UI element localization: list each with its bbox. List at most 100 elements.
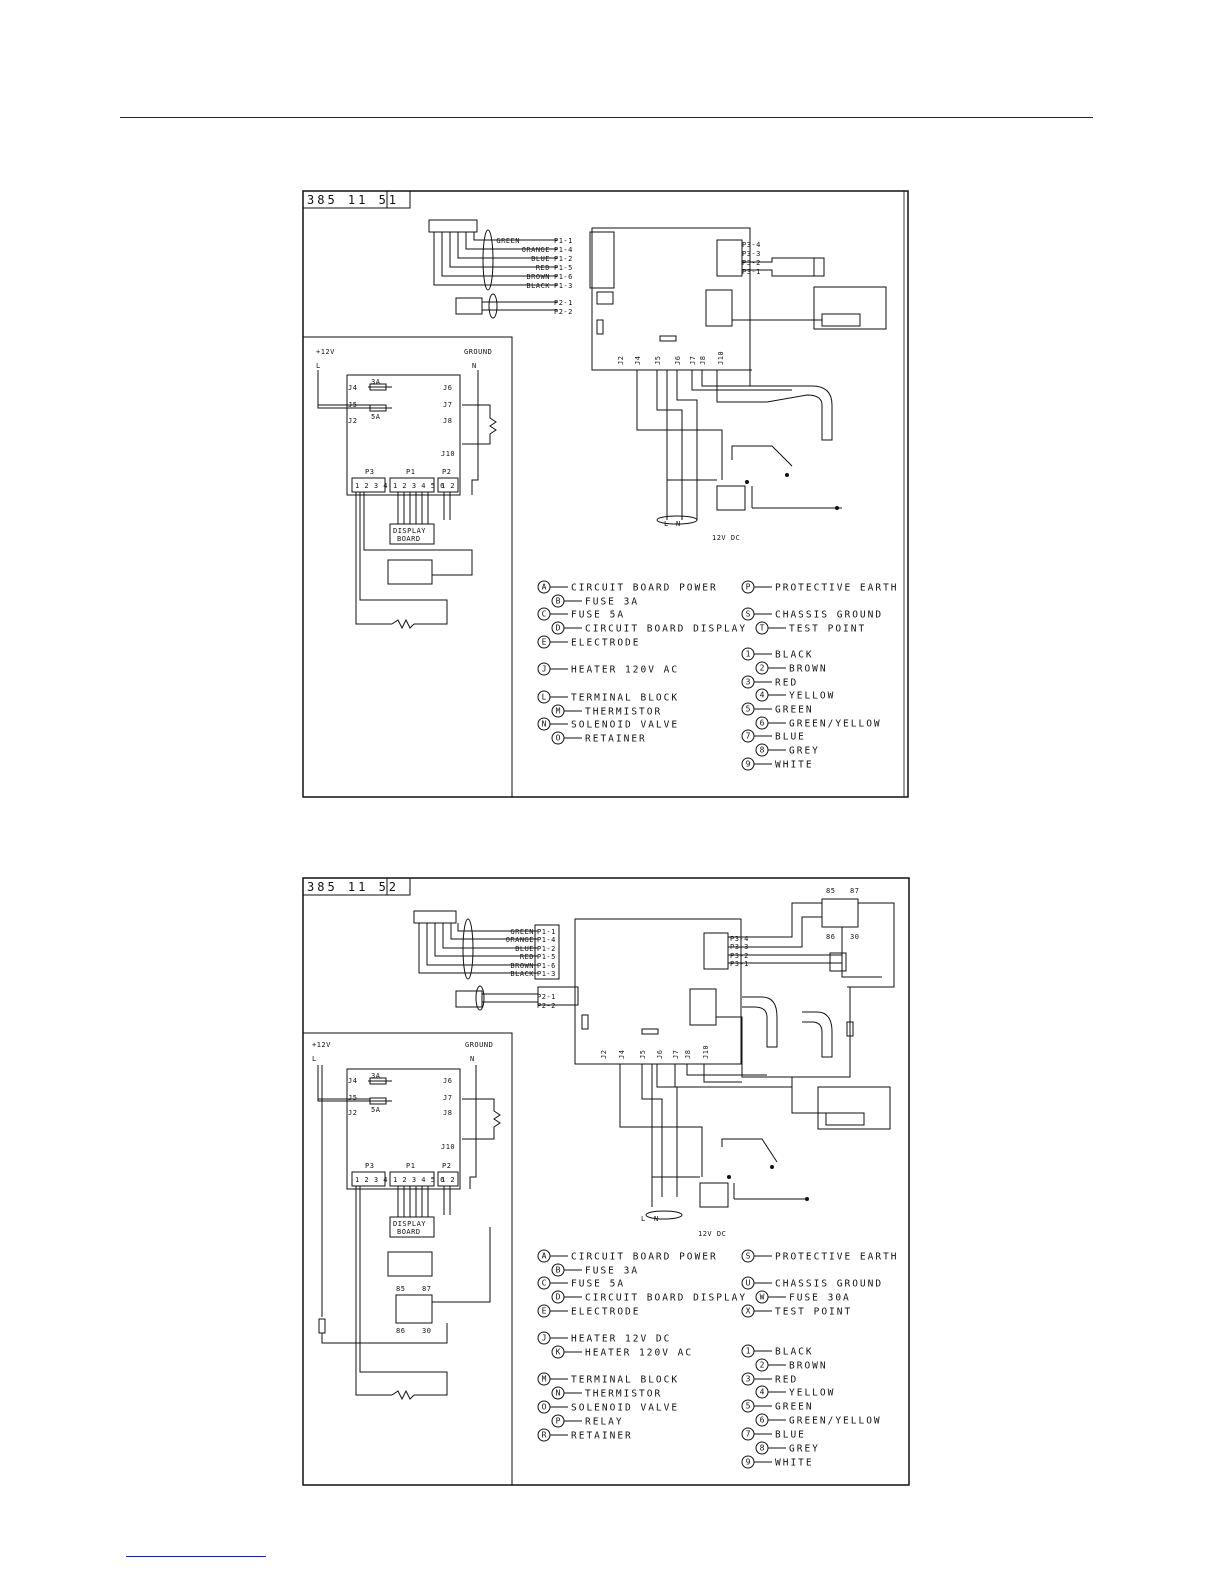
supply-l: L [312, 1055, 317, 1063]
legend-text: FUSE 5A [571, 1279, 625, 1290]
legend-code-circle [741, 1399, 755, 1413]
legend-text: FUSE 5A [571, 610, 625, 621]
legend-code-circle [755, 1385, 769, 1399]
wiring-diagram-2: 385 11 52 +12V GROUND L N J4 J5 J2 J6 J7… [302, 877, 910, 1486]
legend-code: E [542, 1307, 547, 1316]
supply-n: N [472, 362, 477, 370]
legend-code-circle [755, 688, 769, 702]
legend-code: X [746, 1307, 751, 1316]
display-board-label: DISPLAY [393, 527, 426, 535]
relay-pin: 87 [422, 1285, 431, 1293]
board-jack-label: J7 [672, 1050, 680, 1059]
supply-plus12v: +12V [316, 348, 335, 356]
legend-text: BLUE [775, 732, 806, 743]
legend-code-circle [537, 1372, 551, 1386]
jack-label: J8 [443, 1109, 452, 1117]
legend-code: 4 [760, 691, 765, 700]
legend-text: BLUE [775, 1430, 806, 1441]
legend-code: 7 [746, 1430, 751, 1439]
legend-text: GREEN/YELLOW [789, 719, 882, 730]
p1-pin-label: P1-1 [554, 237, 573, 245]
p3-pin-label: P3-4 [730, 935, 749, 943]
port-label: P1 [406, 1162, 415, 1170]
page-header-rule [120, 117, 1093, 118]
legend-code-circle [741, 580, 755, 594]
legend-text: CHASSIS GROUND [775, 610, 883, 621]
legend-code-circle [755, 1413, 769, 1427]
p1-wire-label: BLACK [510, 970, 534, 978]
p1-pin-label: P1-4 [537, 936, 556, 944]
port-label: P1 [406, 468, 415, 476]
jack-label: J10 [441, 1143, 455, 1151]
legend-text: HEATER 120V AC [585, 1348, 693, 1359]
p1-wire-label: GREEN [510, 928, 534, 936]
port-pins: 1 2 3 4 5 6 [393, 482, 445, 490]
jack-label: J7 [443, 1094, 452, 1102]
port-pins: 1 2 [441, 482, 455, 490]
legend-code-circle [537, 1400, 551, 1414]
legend-code: 3 [746, 1375, 751, 1384]
legend-code: B [556, 1266, 561, 1275]
p1-wire-label: ORANGE [506, 936, 534, 944]
legend-code-circle [551, 731, 565, 745]
supply-ground: GROUND [464, 348, 492, 356]
legend-text: FUSE 30A [789, 1293, 851, 1304]
jack-label: J2 [348, 417, 357, 425]
legend-code-circle [537, 717, 551, 731]
legend-text: GREEN [775, 705, 814, 716]
jack-label: J4 [348, 384, 357, 392]
supply-plus12v: +12V [312, 1041, 331, 1049]
supply-l: L [641, 1215, 646, 1223]
legend-text: RETAINER [571, 1431, 633, 1442]
jack-label: J5 [348, 1094, 357, 1102]
legend-text: RELAY [585, 1417, 624, 1428]
legend-code-circle [741, 675, 755, 689]
legend-code-circle [741, 1304, 755, 1318]
board-jack-label: J4 [618, 1050, 626, 1059]
legend-text: THERMISTOR [585, 1389, 662, 1400]
legend-text: GREEN/YELLOW [789, 1416, 882, 1427]
fuse-label: 3A [371, 1072, 381, 1080]
p2-pin-label: P2-1 [537, 993, 556, 1001]
p1-pin-label: P1-6 [554, 273, 573, 281]
board-jack-label: J2 [617, 356, 625, 365]
legend-code: 1 [746, 650, 751, 659]
legend-code: A [542, 1252, 547, 1261]
p1-pin-label: P1-3 [554, 282, 573, 290]
legend-code-circle [755, 1441, 769, 1455]
board-jack-label: J6 [656, 1050, 664, 1059]
board-jack-label: J8 [684, 1050, 692, 1059]
legend-code: M [556, 707, 561, 716]
port-pins: 1 2 [441, 1176, 455, 1184]
legend-item: 6 GREEN/YELLOW [755, 1413, 882, 1427]
legend-code-circle [741, 1276, 755, 1290]
p3-pin-label: P3-4 [742, 241, 761, 249]
display-board-label: BOARD [397, 1228, 421, 1236]
p2-pin-label: P2-2 [554, 308, 573, 316]
p1-pin-label: P1-2 [554, 255, 573, 263]
legend-code: 6 [760, 1416, 765, 1425]
legend-code-circle [741, 702, 755, 716]
legend-text: CIRCUIT BOARD POWER [571, 1252, 718, 1263]
relay-pin: 87 [850, 887, 859, 895]
board-jack-label: J7 [689, 356, 697, 365]
p3-pin-label: P3-2 [730, 952, 749, 960]
relay-pin: 85 [826, 887, 835, 895]
board-jack-label: J8 [699, 356, 707, 365]
p1-wire-label: RED [536, 264, 550, 272]
legend-code-circle [755, 621, 769, 635]
